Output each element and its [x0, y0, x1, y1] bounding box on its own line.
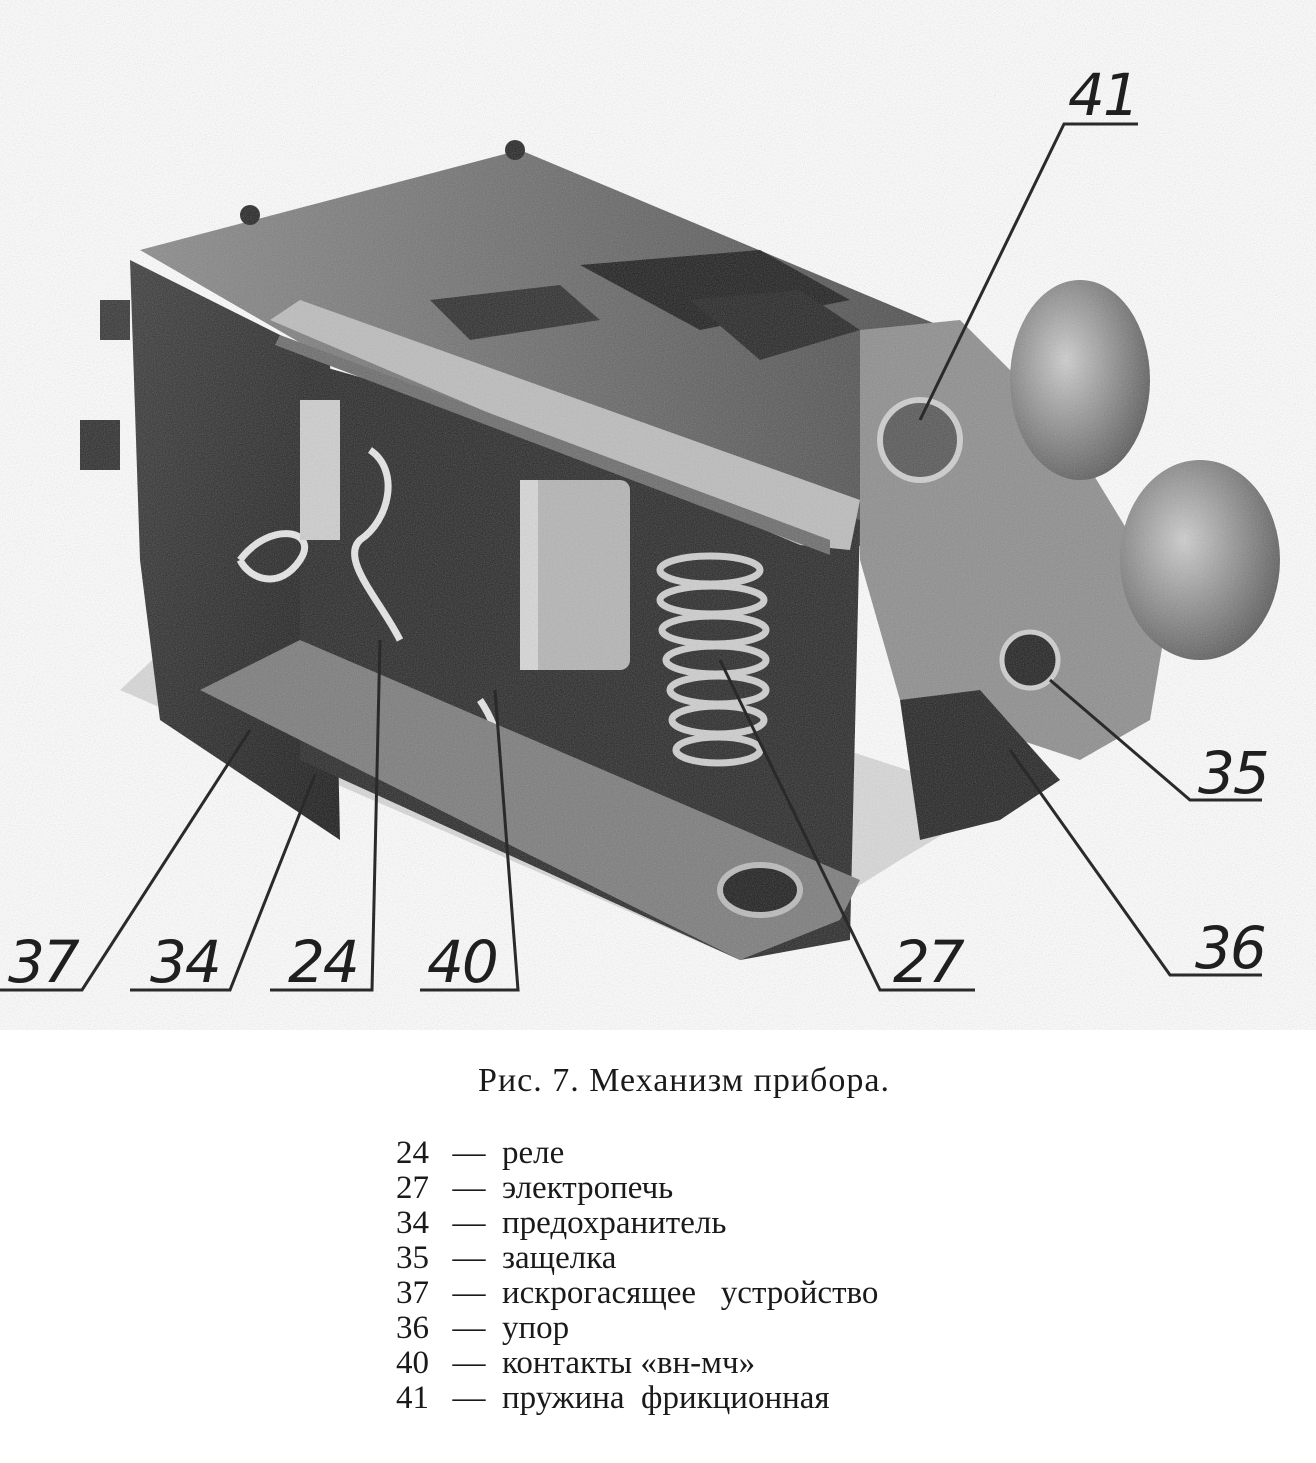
legend-dash: — [452, 1275, 486, 1311]
mechanism-photo: 41 35 36 27 40 24 34 37 [0, 0, 1316, 1030]
legend-number: 41 [396, 1380, 429, 1416]
legend-item: 37 — искрогасящее устройство [396, 1276, 878, 1311]
callout-36: 36 [1195, 914, 1265, 982]
legend-dash: — [452, 1205, 486, 1241]
legend-text: искрогасящее устройство [502, 1275, 879, 1311]
device-body [0, 0, 1316, 1030]
legend-number: 34 [396, 1205, 429, 1241]
leader-36 [1008, 749, 1262, 977]
legend-item: 35 — защелка [396, 1241, 878, 1276]
legend-dash: — [452, 1135, 486, 1171]
leader-37 [0, 729, 252, 992]
leader-41 [918, 122, 1138, 421]
legend-item: 27 — электропечь [396, 1171, 878, 1206]
callout-35: 35 [1198, 739, 1268, 807]
figure-caption-text: Рис. 7. Механизм прибора. [478, 1062, 890, 1099]
legend-dash: — [452, 1310, 486, 1346]
legend-item: 40 — контакты «вн-мч» [396, 1346, 878, 1381]
leader-40 [420, 689, 520, 992]
legend-text: контакты «вн-мч» [502, 1345, 756, 1381]
legend-item: 36 — упор [396, 1311, 878, 1346]
leader-27 [718, 659, 975, 992]
callout-40: 40 [427, 928, 497, 996]
legend-text: пружина фрикционная [502, 1380, 830, 1416]
legend-dash: — [452, 1345, 486, 1381]
figure-caption: Рис. 7. Механизм прибора. [0, 1062, 1316, 1100]
legend-number: 27 [396, 1170, 429, 1206]
callout-27: 27 [893, 928, 965, 996]
leader-24 [270, 639, 382, 992]
legend-item: 41 — пружина фрикционная [396, 1381, 878, 1416]
legend-text: защелка [502, 1240, 617, 1276]
legend-item: 34 — предохранитель [396, 1206, 878, 1241]
callout-numbers: 41 35 36 27 40 24 34 37 [8, 61, 1270, 996]
callout-24: 24 [288, 928, 358, 996]
leader-34 [130, 774, 317, 992]
legend-number: 36 [396, 1310, 429, 1346]
legend-dash: — [452, 1170, 486, 1206]
legend-number: 35 [396, 1240, 429, 1276]
legend-dash: — [452, 1380, 486, 1416]
legend-number: 40 [396, 1345, 429, 1381]
callout-37: 37 [8, 928, 80, 996]
callout-41: 41 [1068, 61, 1138, 129]
legend-text: упор [502, 1310, 570, 1346]
callout-34: 34 [150, 928, 220, 996]
legend-text: предохранитель [502, 1205, 727, 1241]
legend-dash: — [452, 1240, 486, 1276]
legend-item: 24 — реле [396, 1136, 878, 1171]
legend-number: 24 [396, 1135, 429, 1171]
legend-list: 24 — реле 27 — электропечь 34 — предохранитель… [396, 1136, 878, 1416]
legend-text: электропечь [502, 1170, 674, 1206]
leader-lines [0, 122, 1262, 992]
legend-number: 37 [396, 1275, 429, 1311]
leader-35 [1049, 678, 1262, 802]
legend-text: реле [502, 1135, 565, 1171]
